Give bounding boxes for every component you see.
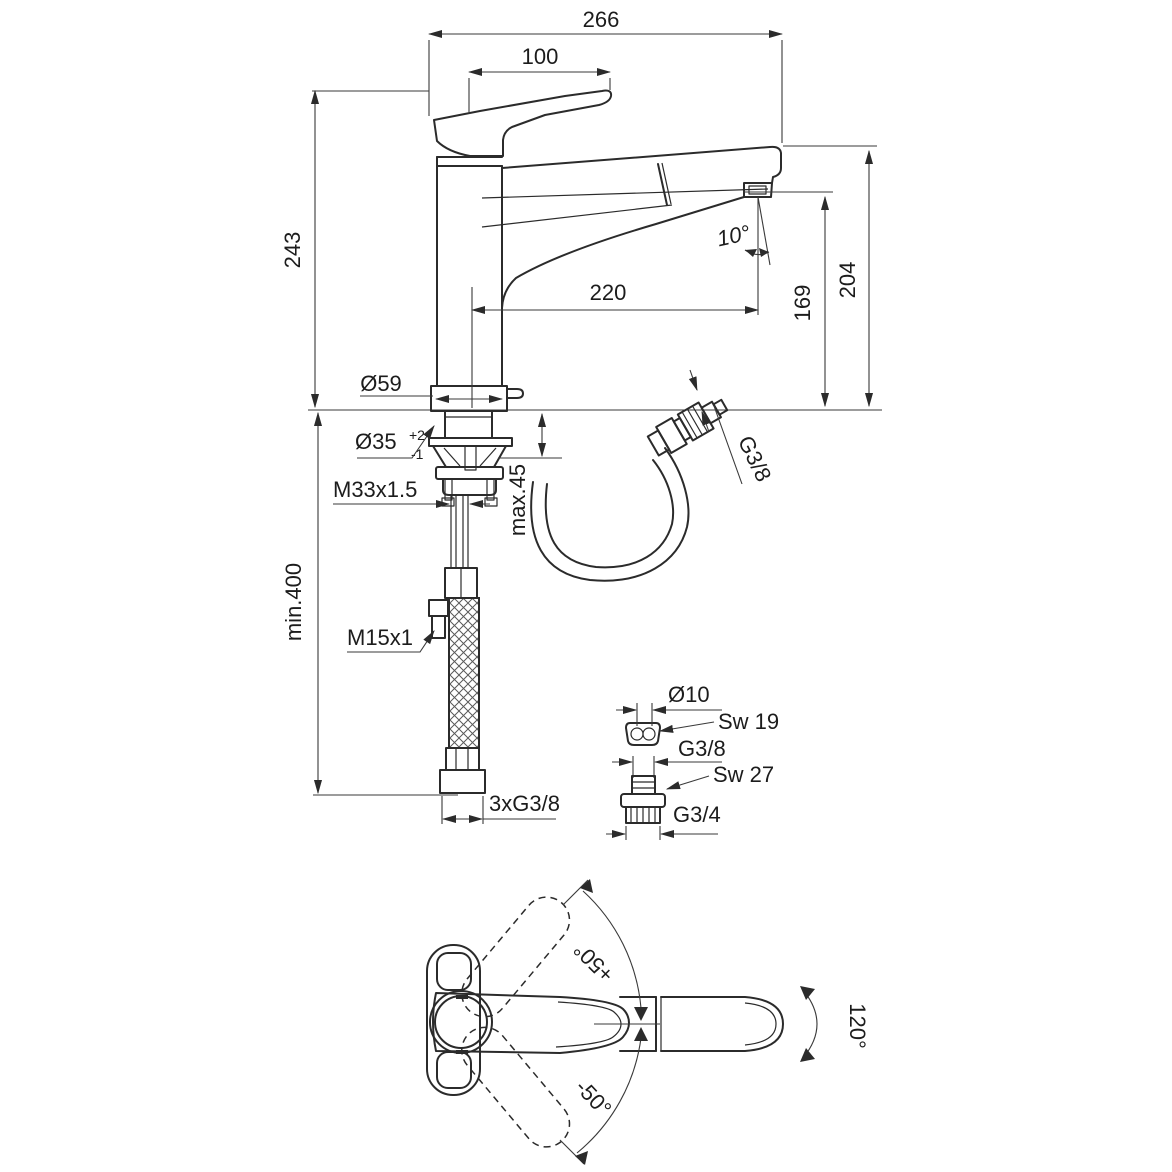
cone-center-tab [464, 445, 477, 471]
swing-arrow-top [580, 879, 593, 893]
connector-dim-arrow-top [688, 369, 698, 392]
spray-hose-connector [646, 398, 729, 457]
o-ring-1 [630, 727, 644, 741]
swing-arrow-to-line-bottom [634, 1027, 648, 1041]
plate-hole-top [436, 952, 472, 991]
dim-243-label: 243 [280, 232, 305, 269]
threaded-shank [444, 410, 493, 439]
spout-seam-line-2 [481, 204, 673, 228]
sw19-leader [658, 721, 715, 733]
side-view: 266 100 243 220 10° 169 [280, 7, 882, 824]
base-plate [426, 944, 481, 1096]
lower-flange [435, 466, 504, 480]
swivel-arc [802, 989, 818, 1059]
m15-fitting-top [428, 599, 449, 617]
g38-part-label: G3/8 [678, 736, 726, 761]
circle-tick-bottom [456, 1050, 468, 1054]
swing-ext-top [562, 879, 589, 906]
spray-hose-inner [544, 459, 675, 569]
dim-100-label: 100 [522, 44, 559, 69]
mounting-bracket [442, 478, 497, 496]
swing-plus50-label: +50° [569, 937, 619, 987]
sw27-leader [665, 775, 710, 790]
supply-nut [439, 769, 486, 794]
angle-10-label: 10° [715, 220, 753, 251]
o-ring-2 [642, 727, 656, 741]
dia59-label: Ø59 [360, 371, 402, 396]
swivel-120-label: 120° [845, 1003, 870, 1049]
dia10-label: Ø10 [668, 682, 710, 707]
g38-leader [713, 405, 743, 485]
swing-arrow-bottom [575, 1151, 588, 1165]
dia35-tol-plus: +2 [409, 427, 425, 443]
swing-minus50-label: -50° [570, 1075, 616, 1122]
dim-min400-label: min.400 [281, 563, 306, 641]
pullout-head-inner-line [744, 1002, 777, 1046]
angle-10-arrow-left [745, 249, 757, 257]
braided-hose [448, 597, 480, 749]
spray-hose-outer [530, 447, 690, 582]
spout-top-edge [501, 145, 782, 184]
g34-label: G3/4 [673, 802, 721, 827]
sw27-label: Sw 27 [713, 762, 774, 787]
body-circle-outer [429, 990, 493, 1054]
handle-position-plus50 [461, 896, 571, 1018]
circle-tick-top [456, 995, 468, 999]
m15-leader [347, 630, 435, 653]
dim-3xg38-label: 3xG3/8 [489, 791, 560, 816]
m33-label: M33x1.5 [333, 477, 417, 502]
pullout-head-top-view [660, 996, 784, 1052]
supply-lines [428, 495, 486, 794]
adapter-parts: Ø10 Sw 19 G3/8 Sw 27 G3/4 [606, 682, 779, 840]
spout-bottom-edge [501, 196, 745, 309]
spray-hose [530, 369, 743, 582]
stud-right [486, 478, 495, 501]
handle-top-view [432, 992, 630, 1054]
handle-position-minus50 [461, 1026, 571, 1148]
swing-arc-upper [582, 890, 642, 1009]
handle-side [433, 89, 613, 157]
faucet-side-outline [430, 89, 782, 412]
sw19-label: Sw 19 [718, 709, 779, 734]
top-view: +50° -50° 120° [426, 879, 870, 1165]
pullout-divider-2 [661, 162, 672, 205]
dim-169-label: 169 [790, 285, 815, 322]
dim-204-label: 204 [835, 262, 860, 299]
hose-ferrule [445, 747, 480, 771]
outlet-axis-tilted [757, 196, 771, 266]
m15-label: M15x1 [347, 625, 413, 650]
dim-max45-label: max.45 [505, 464, 530, 536]
adapter-hex [620, 793, 666, 808]
dia35-leader [357, 425, 435, 459]
swivel-arrow-bottom [800, 1048, 815, 1062]
cone-slot-right [479, 447, 497, 467]
connector-dim-arrow-bottom [701, 410, 711, 433]
washer-flange [428, 437, 513, 447]
swivel-arrow-top [800, 986, 815, 1000]
spout-seam-line-1 [481, 188, 769, 199]
pullout-divider-1 [657, 163, 668, 206]
cone-slot-left [443, 447, 461, 467]
m15-fitting-body [431, 615, 446, 639]
dim-220-label: 220 [590, 280, 627, 305]
plate-hole-bottom [436, 1051, 472, 1089]
swing-arrow-to-line-top [634, 1007, 648, 1021]
angle-10-arrow-right [759, 248, 769, 257]
dimensions: 266 100 243 220 10° 169 [280, 7, 877, 824]
base-pin [506, 388, 524, 399]
dia35-tol-minus: -1 [411, 446, 424, 462]
dia35-label: Ø35 [355, 429, 397, 454]
nut-right [484, 497, 498, 507]
swing-arc-lower [576, 1037, 642, 1154]
dim-266-label: 266 [583, 7, 620, 32]
adapter-top-thread [631, 775, 656, 795]
